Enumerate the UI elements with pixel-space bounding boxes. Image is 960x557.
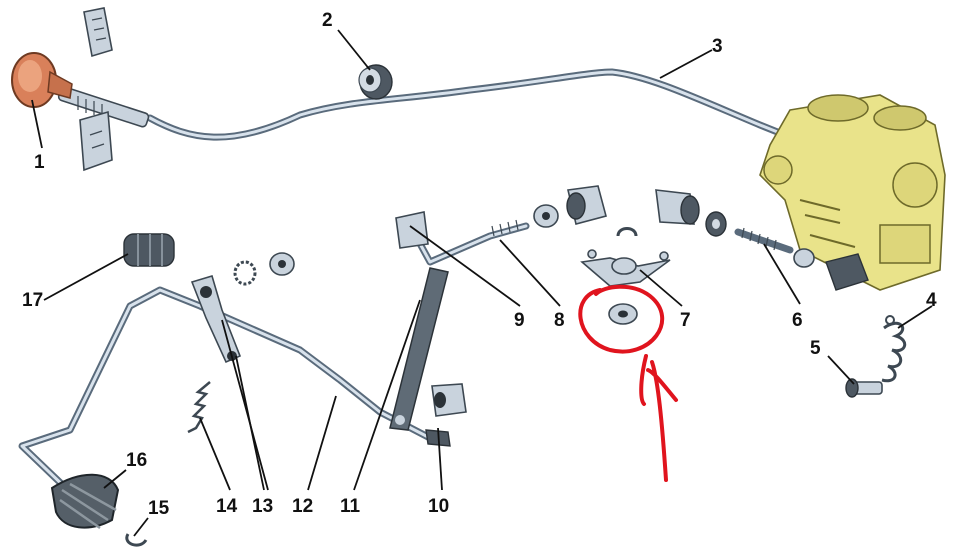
vertical-link: [389, 267, 449, 431]
throttle-lever: [580, 249, 671, 287]
label-9: 9: [514, 310, 525, 331]
label-4: 4: [926, 290, 937, 311]
rubber-bushing: [123, 233, 175, 267]
pedal-clip: [125, 533, 148, 547]
label-7: 7: [680, 310, 691, 331]
threaded-rod-right: [734, 227, 869, 291]
label-10: 10: [428, 496, 449, 517]
pedal-shaft: [18, 286, 434, 496]
accelerator-pedal: [50, 473, 120, 530]
label-14: 14: [216, 496, 238, 517]
part-labels: 1 2 3 4 5 6 7 8 9 10 11 12 13 14 15 16 1…: [22, 10, 937, 519]
highlighted-washer: [608, 303, 638, 325]
leader-lines: [31, 29, 933, 537]
grommet: [358, 64, 393, 100]
label-15: 15: [148, 498, 170, 519]
label-16: 16: [126, 450, 147, 471]
label-13: 13: [252, 496, 273, 517]
throttle-spring: [881, 315, 907, 383]
small-clip: [616, 227, 638, 237]
label-2: 2: [322, 10, 333, 31]
label-5: 5: [810, 338, 821, 359]
label-11: 11: [340, 496, 361, 517]
rod-end-bracket: [425, 383, 467, 447]
lock-washer: [233, 260, 257, 286]
label-8: 8: [554, 310, 565, 331]
washer-left: [533, 204, 559, 228]
label-12: 12: [292, 496, 313, 517]
adjusting-screw: [845, 378, 883, 398]
connecting-rod-upper: [395, 211, 530, 266]
nut: [269, 252, 295, 276]
label-3: 3: [712, 36, 723, 57]
washer-right: [705, 211, 727, 237]
bushing-left: [566, 185, 607, 225]
label-17: 17: [22, 290, 43, 311]
label-6: 6: [792, 310, 803, 331]
cable-clips: [79, 7, 113, 172]
bushing-right: [655, 189, 700, 225]
choke-cable: [57, 68, 864, 169]
return-spring: [187, 381, 211, 434]
label-1: 1: [34, 152, 45, 173]
carburetor: [759, 94, 946, 291]
red-highlight-marking: [578, 284, 678, 482]
